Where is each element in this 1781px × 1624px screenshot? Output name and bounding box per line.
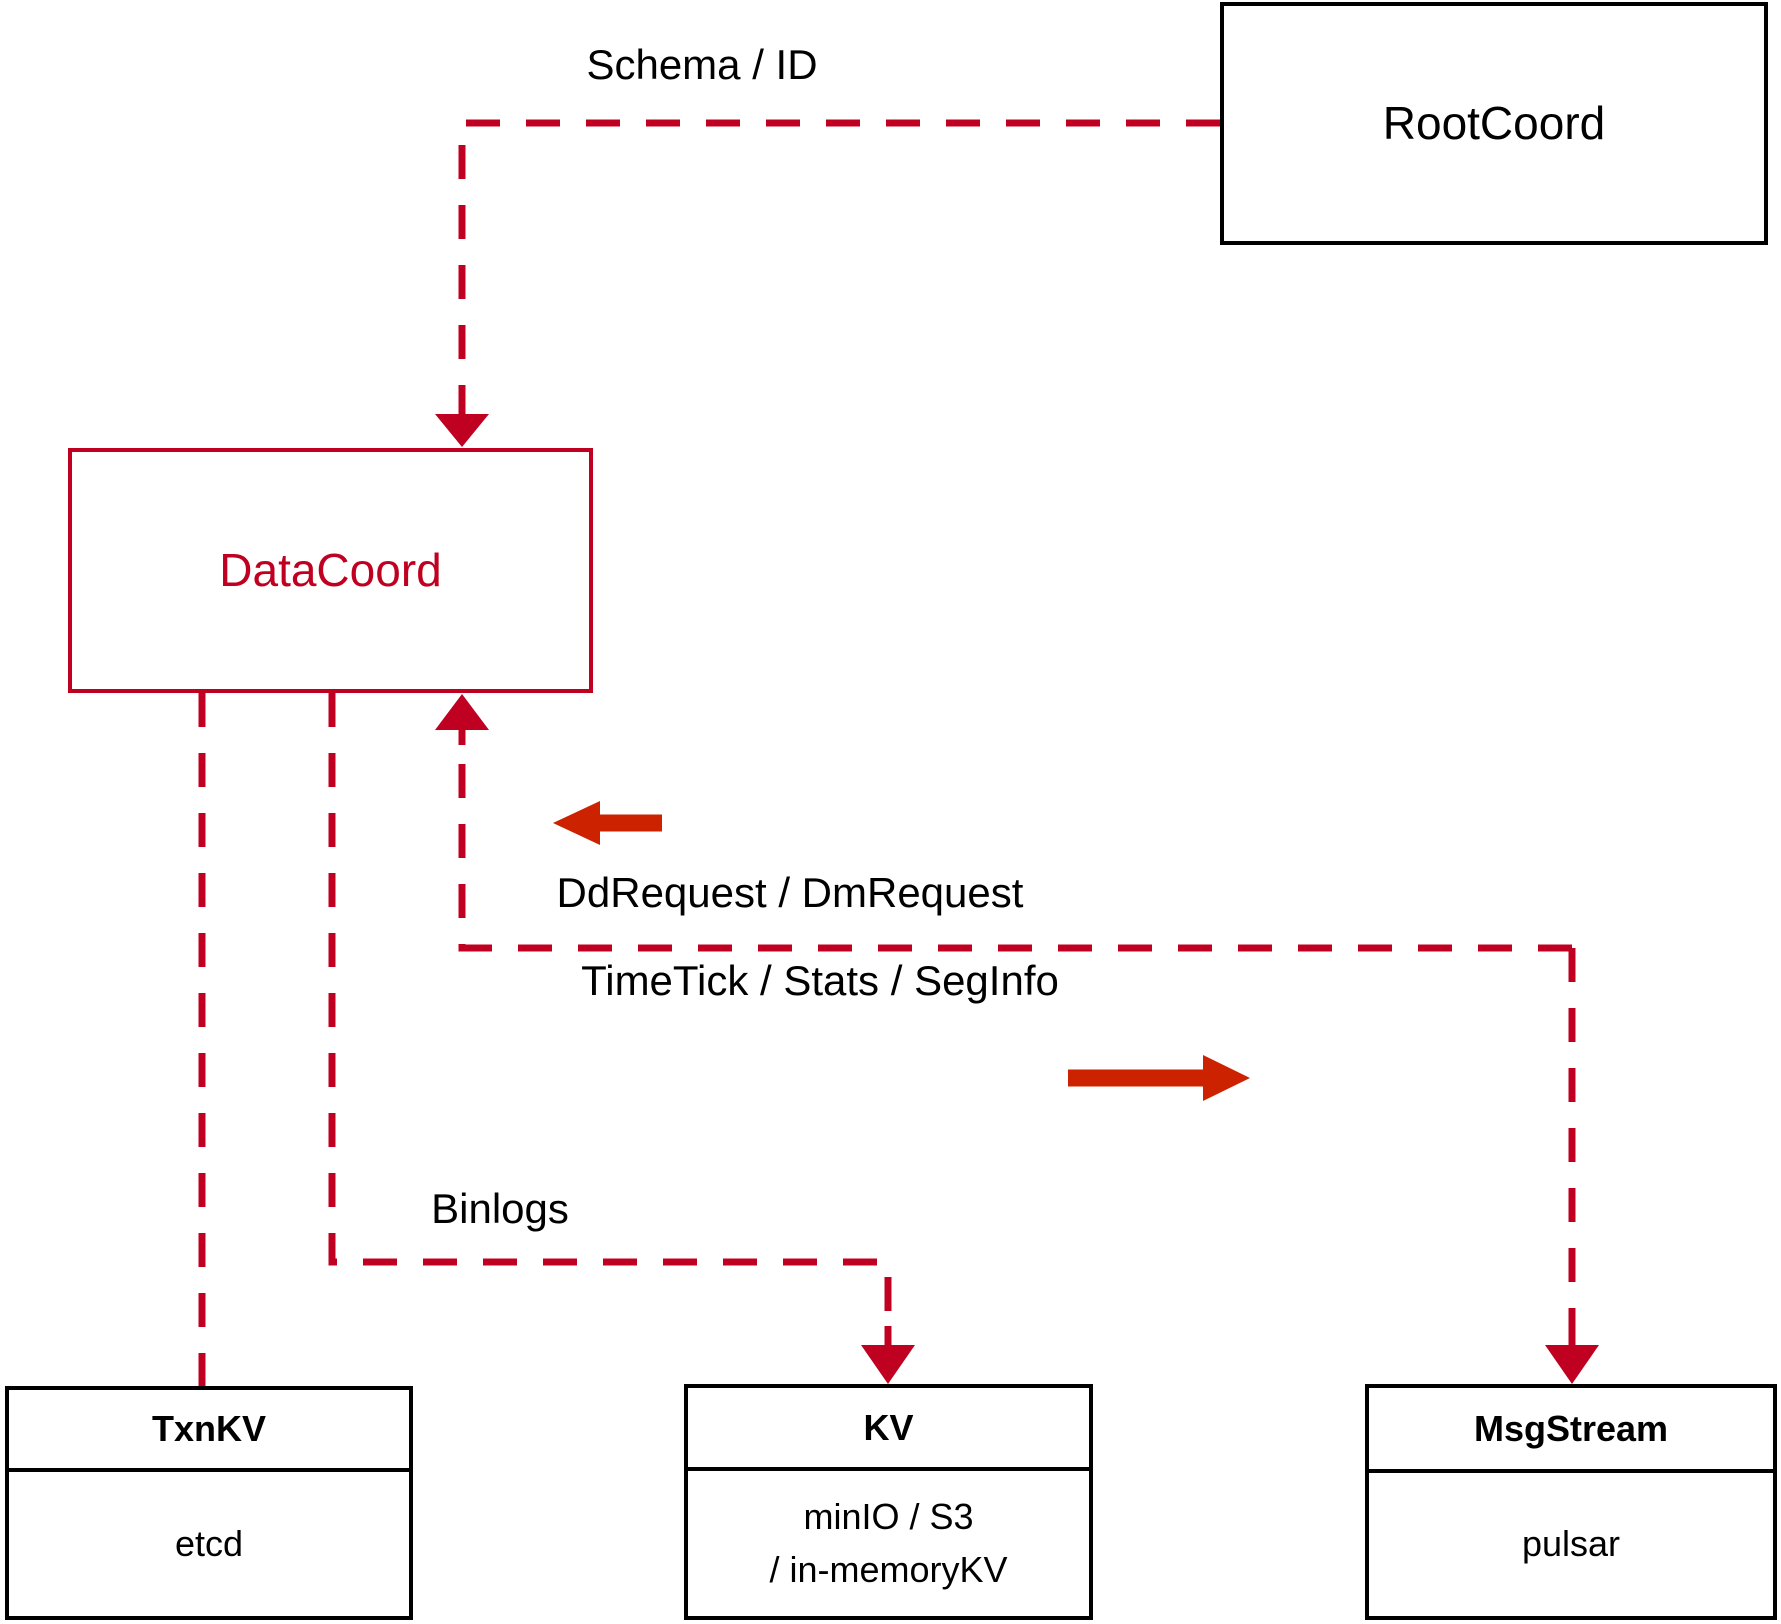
edge-label-timetick-stats-seginfo: TimeTick / Stats / SegInfo (581, 957, 1059, 1004)
node-kv-body: minIO / S3 / in-memoryKV (688, 1471, 1089, 1616)
node-msgstream-sublabel: pulsar (1521, 1523, 1621, 1565)
node-txnkv-body: etcd (9, 1472, 409, 1616)
edge-timetick-stats-seginfo (1545, 948, 1599, 1384)
node-kv-header: KV (688, 1388, 1089, 1471)
node-txnkv[interactable]: TxnKV etcd (5, 1386, 413, 1620)
direction-arrow-left-icon (553, 801, 662, 845)
node-kv[interactable]: KV minIO / S3 / in-memoryKV (684, 1384, 1093, 1620)
node-datacoord[interactable]: DataCoord (68, 448, 593, 693)
node-kv-sublabel-line-1: minIO / S3 (803, 1496, 974, 1538)
edge-schema-id (435, 119, 1220, 447)
node-msgstream-label: MsgStream (1473, 1407, 1669, 1449)
node-kv-sublabel: minIO / S3 / in-memoryKV (759, 1491, 1017, 1595)
node-rootcoord[interactable]: RootCoord (1220, 2, 1768, 245)
node-msgstream-body: pulsar (1369, 1473, 1773, 1616)
node-kv-sublabel-line-2: / in-memoryKV (769, 1548, 1008, 1590)
edge-ddrequest-dmrequest (435, 694, 1572, 952)
node-msgstream-header: MsgStream (1369, 1388, 1773, 1473)
direction-arrow-right-icon (1068, 1055, 1250, 1101)
node-rootcoord-label: RootCoord (1382, 97, 1606, 150)
node-txnkv-sublabel: etcd (174, 1522, 244, 1564)
node-txnkv-header: TxnKV (9, 1390, 409, 1472)
node-kv-label: KV (863, 1406, 914, 1448)
edge-label-ddrequest-dmrequest: DdRequest / DmRequest (556, 869, 1024, 916)
edge-label-binlogs: Binlogs (431, 1185, 569, 1232)
node-datacoord-label: DataCoord (219, 544, 442, 597)
node-txnkv-label: TxnKV (151, 1408, 266, 1449)
edge-binlogs (328, 693, 915, 1384)
node-msgstream[interactable]: MsgStream pulsar (1365, 1384, 1777, 1620)
edge-label-schema-id: Schema / ID (586, 41, 818, 88)
